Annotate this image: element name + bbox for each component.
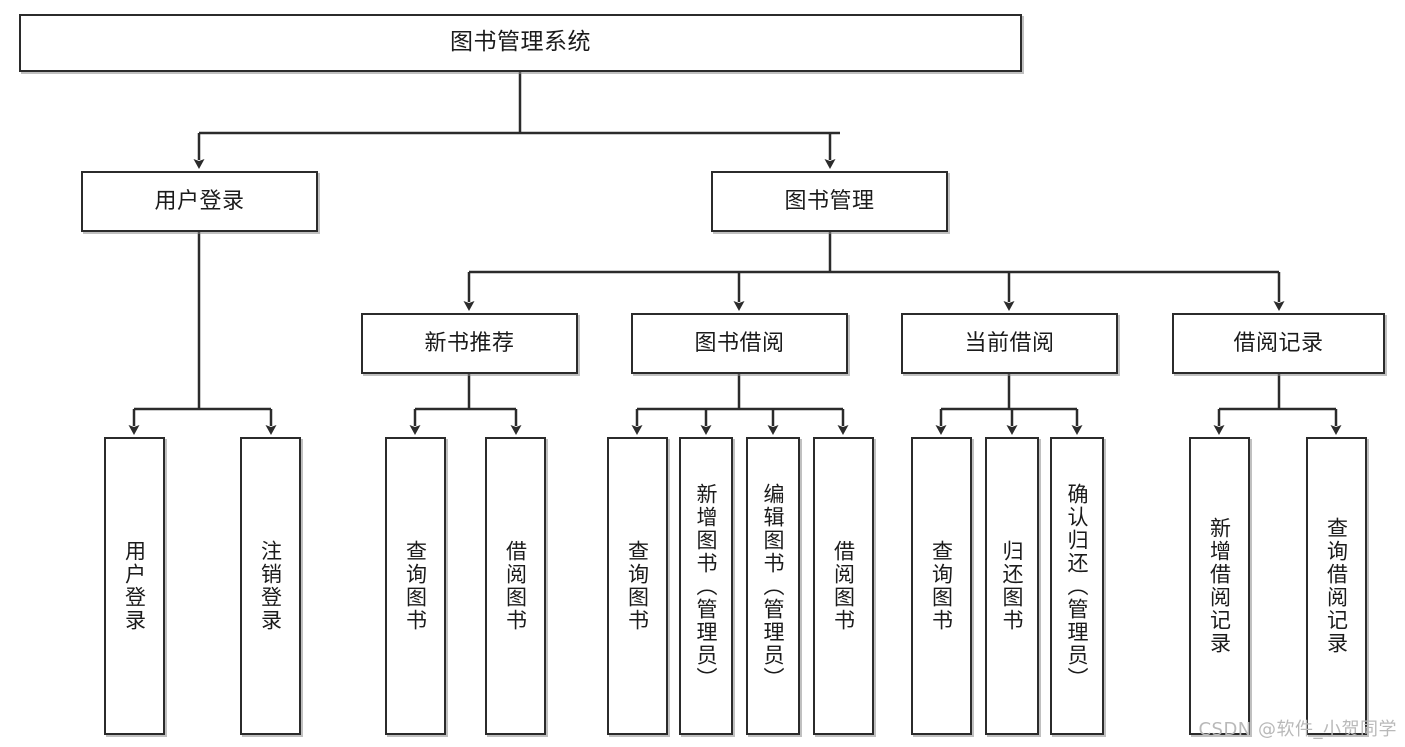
node-root[interactable]: 图书管理系统: [19, 14, 1022, 72]
node-leaf-user-login[interactable]: 用户登录: [104, 437, 165, 735]
node-leaf-query-book-rec-label: 查询图书: [403, 540, 428, 632]
node-leaf-return-book-label: 归还图书: [1000, 540, 1025, 632]
node-leaf-query-book-bor-label: 查询图书: [625, 540, 650, 632]
node-leaf-query-book-bor[interactable]: 查询图书: [607, 437, 668, 735]
node-leaf-borrow-book-rec-label: 借阅图书: [503, 540, 528, 632]
node-new-book-recommend-label: 新书推荐: [424, 330, 515, 356]
node-leaf-query-book-rec[interactable]: 查询图书: [385, 437, 446, 735]
node-root-label: 图书管理系统: [450, 29, 591, 56]
node-leaf-confirm-return-admin[interactable]: 确认归还（管理员）: [1050, 437, 1104, 735]
node-user-login-label: 用户登录: [154, 188, 245, 214]
node-borrow-record-label: 借阅记录: [1233, 330, 1324, 356]
node-leaf-user-logout[interactable]: 注销登录: [240, 437, 301, 735]
node-new-book-recommend[interactable]: 新书推荐: [361, 313, 578, 374]
node-leaf-query-borrow-record-label: 查询借阅记录: [1324, 517, 1349, 655]
node-leaf-borrow-book-bor[interactable]: 借阅图书: [813, 437, 874, 735]
node-book-borrow-label: 图书借阅: [694, 330, 785, 356]
node-leaf-edit-book-admin[interactable]: 编辑图书（管理员）: [746, 437, 800, 735]
node-borrow-record[interactable]: 借阅记录: [1172, 313, 1385, 374]
node-leaf-query-book-cur-label: 查询图书: [929, 540, 954, 632]
node-leaf-user-logout-label: 注销登录: [258, 540, 283, 632]
node-leaf-add-borrow-record-label: 新增借阅记录: [1207, 517, 1232, 655]
node-leaf-add-book-admin-label: 新增图书（管理员）: [694, 482, 719, 690]
node-leaf-query-borrow-record[interactable]: 查询借阅记录: [1306, 437, 1367, 735]
node-leaf-edit-book-admin-label: 编辑图书（管理员）: [761, 482, 786, 690]
node-book-management[interactable]: 图书管理: [711, 171, 948, 232]
node-leaf-query-book-cur[interactable]: 查询图书: [911, 437, 972, 735]
node-book-management-label: 图书管理: [784, 188, 875, 214]
node-current-borrow[interactable]: 当前借阅: [901, 313, 1118, 374]
csdn-watermark: CSDN @软件_小贺同学: [1198, 719, 1397, 740]
node-leaf-borrow-book-bor-label: 借阅图书: [831, 540, 856, 632]
node-user-login[interactable]: 用户登录: [81, 171, 318, 232]
node-leaf-user-login-label: 用户登录: [122, 540, 147, 632]
node-leaf-borrow-book-rec[interactable]: 借阅图书: [485, 437, 546, 735]
node-leaf-add-borrow-record[interactable]: 新增借阅记录: [1189, 437, 1250, 735]
node-leaf-confirm-return-admin-label: 确认归还（管理员）: [1065, 482, 1090, 690]
node-leaf-add-book-admin[interactable]: 新增图书（管理员）: [679, 437, 733, 735]
node-leaf-return-book[interactable]: 归还图书: [985, 437, 1039, 735]
node-current-borrow-label: 当前借阅: [964, 330, 1055, 356]
node-book-borrow[interactable]: 图书借阅: [631, 313, 848, 374]
